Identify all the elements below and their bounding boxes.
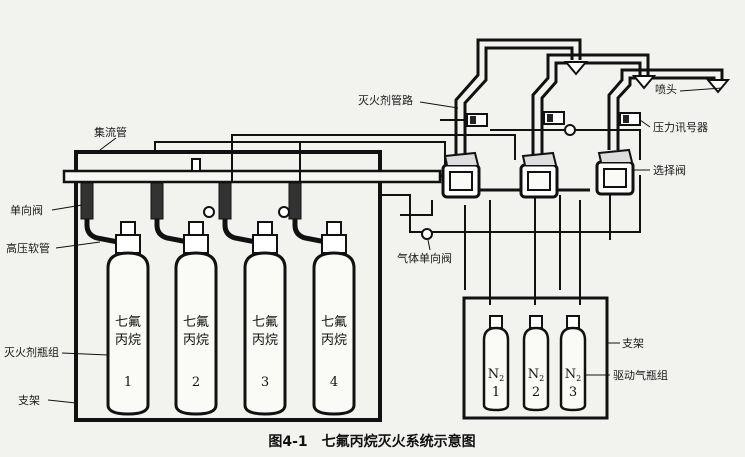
label-check-valve: 单向阀 xyxy=(10,203,43,217)
leader-lines xyxy=(47,87,723,404)
pressure-switch-3 xyxy=(619,112,641,126)
cylinder-4 xyxy=(288,182,356,416)
label-nozzle: 喷头 xyxy=(655,83,677,96)
drive-2-num: 2 xyxy=(532,385,540,400)
label-agent-pipe: 灭火剂管路 xyxy=(358,93,413,107)
cyl-4-line1: 七氟 xyxy=(321,315,347,330)
figure-caption: 图4-1 七氟丙烷灭火系统示意图 xyxy=(268,433,475,450)
check-valve-dot-2 xyxy=(278,206,290,218)
cyl-4-num: 4 xyxy=(330,375,338,390)
pressure-switch-2 xyxy=(543,111,565,125)
cyl-2-line1: 七氟 xyxy=(183,315,209,330)
label-hose: 高压软管 xyxy=(6,241,50,255)
cyl-1-line1: 七氟 xyxy=(115,315,141,330)
cyl-3-line1: 七氟 xyxy=(252,315,278,330)
nozzle-2 xyxy=(631,75,657,90)
drive-cylinder-1 xyxy=(482,315,510,412)
cyl-3-line2: 丙烷 xyxy=(252,333,278,348)
drive-2-gas: N2 xyxy=(528,367,544,383)
pressure-switch-1 xyxy=(466,113,488,127)
nozzle-3 xyxy=(705,79,731,94)
label-selector-valve: 选择阀 xyxy=(653,163,686,177)
drive-cylinder-3 xyxy=(559,315,587,412)
agent-pipes xyxy=(454,38,724,155)
manifold-valve xyxy=(191,158,201,172)
label-header-pipe: 集流管 xyxy=(94,125,127,139)
label-pressure-switch: 压力讯号器 xyxy=(653,121,708,134)
selector-valve-2 xyxy=(519,151,559,199)
right-frame xyxy=(462,296,609,420)
cyl-1-line2: 丙烷 xyxy=(115,333,141,348)
drive-3-num: 3 xyxy=(569,385,577,400)
drive-3-gas: N2 xyxy=(565,367,581,383)
cyl-2-num: 2 xyxy=(192,375,200,390)
nozzle-1 xyxy=(563,61,589,76)
control-lines xyxy=(154,119,641,305)
label-cylinder-group: 灭火剂瓶组 xyxy=(4,345,59,359)
selector-valve-3 xyxy=(595,148,635,196)
manifold-pipe xyxy=(62,169,442,184)
drive-cylinder-2 xyxy=(522,315,550,412)
label-frame-left: 支架 xyxy=(18,394,40,407)
drive-1-num: 1 xyxy=(492,385,500,400)
cyl-3-num: 3 xyxy=(261,375,269,390)
cylinder-2 xyxy=(150,182,218,416)
selector-valve-1 xyxy=(441,151,481,199)
gas-check-valve xyxy=(421,228,433,240)
line-check-valve xyxy=(564,124,576,136)
check-valve-dot-1 xyxy=(203,206,215,218)
label-gas-check-valve: 气体单向阀 xyxy=(397,251,452,265)
cyl-4-line2: 丙烷 xyxy=(321,333,347,348)
drive-1-gas: N2 xyxy=(488,367,504,383)
cyl-2-line2: 丙烷 xyxy=(183,333,209,348)
cyl-1-num: 1 xyxy=(124,375,132,390)
cylinder-1 xyxy=(80,182,150,416)
label-drive-group: 驱动气瓶组 xyxy=(613,368,668,382)
label-frame-right: 支架 xyxy=(622,337,644,350)
left-frame xyxy=(74,150,382,422)
cylinder-3 xyxy=(218,182,287,416)
